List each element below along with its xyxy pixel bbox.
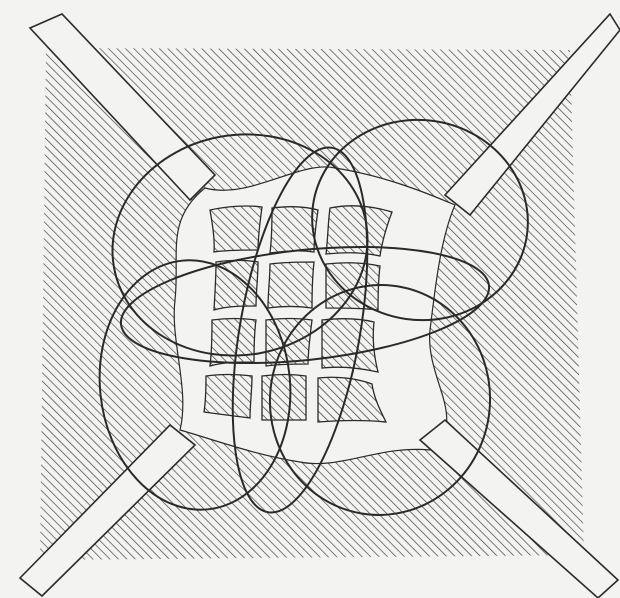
line-drawing-figure: [0, 0, 620, 598]
